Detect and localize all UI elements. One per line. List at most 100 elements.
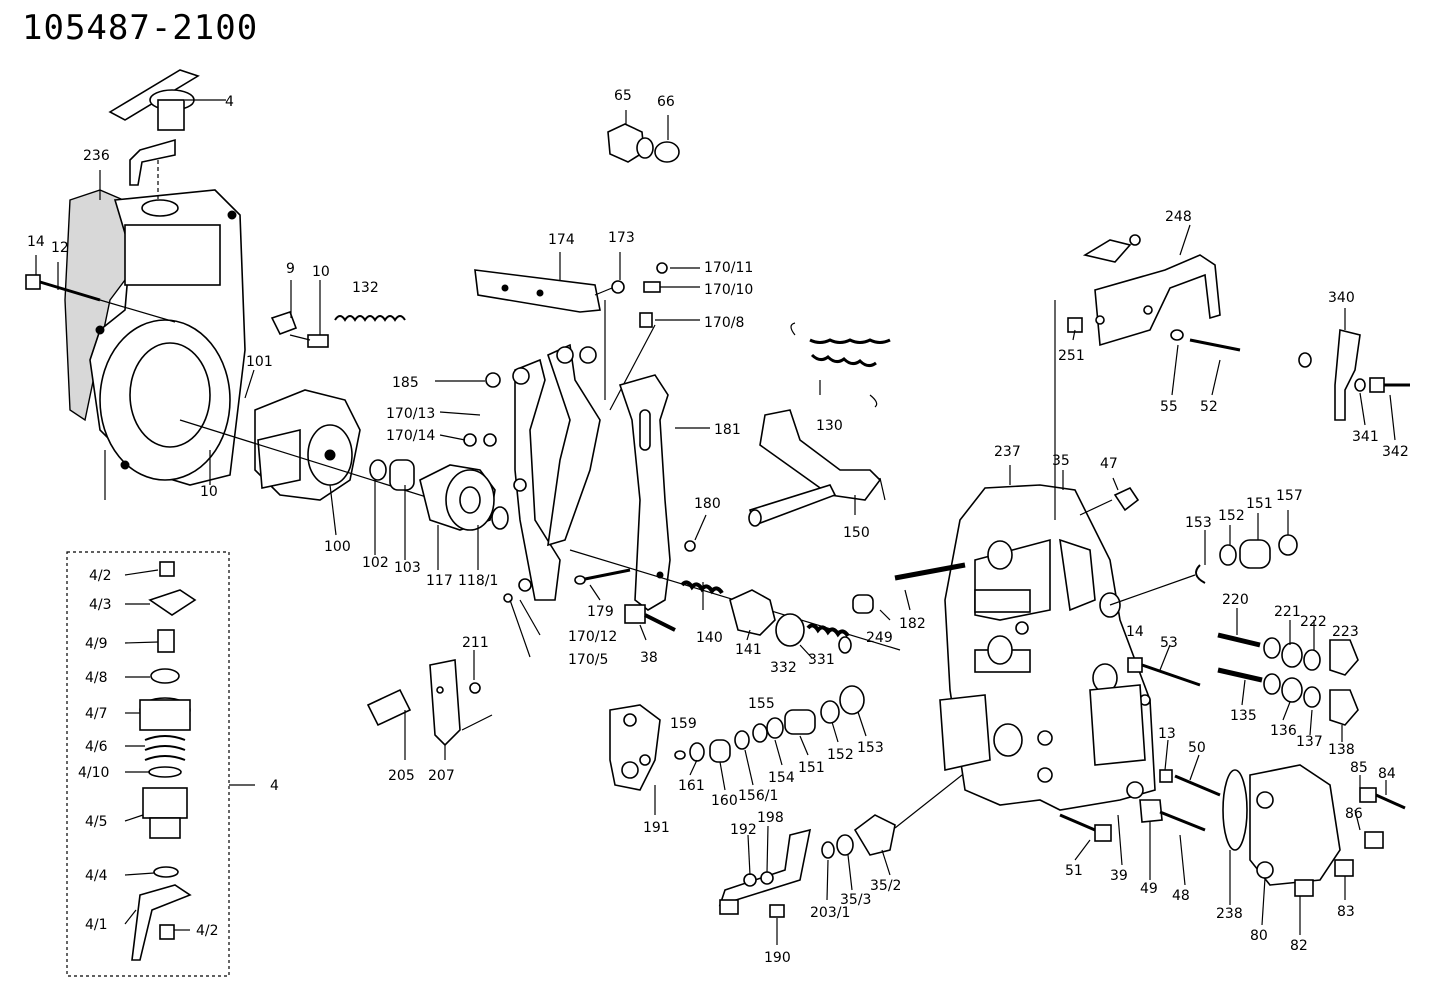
callout-label: 130 — [816, 418, 843, 434]
callout-label: 331 — [808, 652, 835, 668]
callout-label: 10 — [200, 484, 218, 500]
callout-label: 221 — [1274, 604, 1301, 620]
part-number-title: 105487-2100 — [22, 8, 259, 48]
callout-label: 4/8 — [85, 670, 108, 686]
callout-label: 4/4 — [85, 868, 108, 884]
callout-label: 48 — [1172, 888, 1190, 904]
callout-label: 160 — [711, 793, 738, 809]
cover-80-part — [1222, 764, 1406, 897]
callout-label: 152 — [827, 747, 854, 763]
callout-label: 170/11 — [704, 260, 753, 276]
callout-label: 150 — [843, 525, 870, 541]
callout-label: 51 — [1065, 863, 1083, 879]
bracket-190-part — [718, 828, 812, 918]
callout-label: 342 — [1382, 444, 1409, 460]
callout-label: 191 — [643, 820, 670, 836]
callout-label: 220 — [1222, 592, 1249, 608]
callout-label: 102 — [362, 555, 389, 571]
callout-label: 4 — [225, 94, 234, 110]
callout-label: 222 — [1300, 614, 1327, 630]
bolts-50-48-51-parts — [1059, 769, 1221, 842]
callout-label: 170/12 — [568, 629, 617, 645]
adjusting-screw-parts — [574, 568, 852, 654]
bracket-248-part — [1054, 234, 1241, 520]
callout-label: 136 — [1270, 723, 1297, 739]
adjusting-screws-220-135-parts — [1127, 632, 1359, 726]
callout-label: 82 — [1290, 938, 1308, 954]
callout-label: 151 — [798, 760, 825, 776]
callout-label: 49 — [1140, 881, 1158, 897]
callout-label: 117 — [426, 573, 453, 589]
tension-lever-assembly-part — [463, 343, 601, 603]
callout-label: 180 — [694, 496, 721, 512]
callout-label: 101 — [246, 354, 273, 370]
callout-label: 238 — [1216, 906, 1243, 922]
callout-label: 12 — [51, 240, 69, 256]
callout-label: 118/1 — [458, 573, 498, 589]
callout-label: 156/1 — [738, 788, 778, 804]
washer-stack-parts — [674, 685, 865, 763]
callout-label: 4/2 — [196, 923, 219, 939]
callout-label: 192 — [730, 822, 757, 838]
callout-label: 4/5 — [85, 814, 108, 830]
callout-label: 4/1 — [85, 917, 108, 933]
callout-label: 141 — [735, 642, 762, 658]
callout-label: 103 — [394, 560, 421, 576]
callout-label: 251 — [1058, 348, 1085, 364]
callout-label: 174 — [548, 232, 575, 248]
callout-label: 4/3 — [89, 597, 112, 613]
callout-label: 10 — [312, 264, 330, 280]
callout-label: 170/14 — [386, 428, 435, 444]
callout-label: 86 — [1345, 806, 1363, 822]
callout-label: 39 — [1110, 868, 1128, 884]
callout-label: 132 — [352, 280, 379, 296]
pin-parts — [609, 262, 668, 411]
callout-label: 35/2 — [870, 878, 901, 894]
callout-label: 203/1 — [810, 905, 850, 921]
governor-cover-kit-box — [66, 551, 255, 977]
callout-label: 332 — [770, 660, 797, 676]
callout-label: 84 — [1378, 766, 1396, 782]
lever-174-part — [474, 269, 625, 400]
governor-housing-part — [64, 189, 246, 500]
callout-label: 65 — [614, 88, 632, 104]
callout-label: 153 — [857, 740, 884, 756]
stop-lever-parts — [366, 659, 493, 747]
callout-label: 159 — [670, 716, 697, 732]
callout-label: 53 — [1160, 635, 1178, 651]
callout-label: 153 — [1185, 515, 1212, 531]
callout-label: 170/10 — [704, 282, 753, 298]
callout-label: 170/5 — [568, 652, 608, 668]
bolt-part — [25, 274, 176, 323]
callout-label: 35/3 — [840, 892, 871, 908]
callout-label: 179 — [587, 604, 614, 620]
callout-label: 185 — [392, 375, 419, 391]
callout-label: 207 — [428, 768, 455, 784]
callout-label: 154 — [768, 770, 795, 786]
callout-label: 181 — [714, 422, 741, 438]
callout-label: 80 — [1250, 928, 1268, 944]
bolt-249-part — [852, 562, 966, 614]
spring-132-part — [270, 310, 406, 348]
callout-label: 13 — [1158, 726, 1176, 742]
callout-label: 83 — [1337, 904, 1355, 920]
callout-label: 100 — [324, 539, 351, 555]
callout-label: 190 — [764, 950, 791, 966]
callout-label: 155 — [748, 696, 775, 712]
callout-label: 152 — [1218, 508, 1245, 524]
callout-label: 157 — [1276, 488, 1303, 504]
callout-label: 55 — [1160, 399, 1178, 415]
spring-130-part — [790, 322, 891, 408]
lever-191-part — [609, 704, 661, 791]
callout-label: 173 — [608, 230, 635, 246]
callout-label: 151 — [1246, 496, 1273, 512]
pump-housing-part — [939, 484, 1156, 811]
plug-151-parts — [1109, 534, 1298, 606]
bracket-340-part — [1298, 328, 1410, 421]
callout-label: 14 — [27, 234, 45, 250]
callout-label: 138 — [1328, 742, 1355, 758]
callout-label: 14 — [1126, 624, 1144, 640]
lever-150-part — [748, 409, 886, 527]
